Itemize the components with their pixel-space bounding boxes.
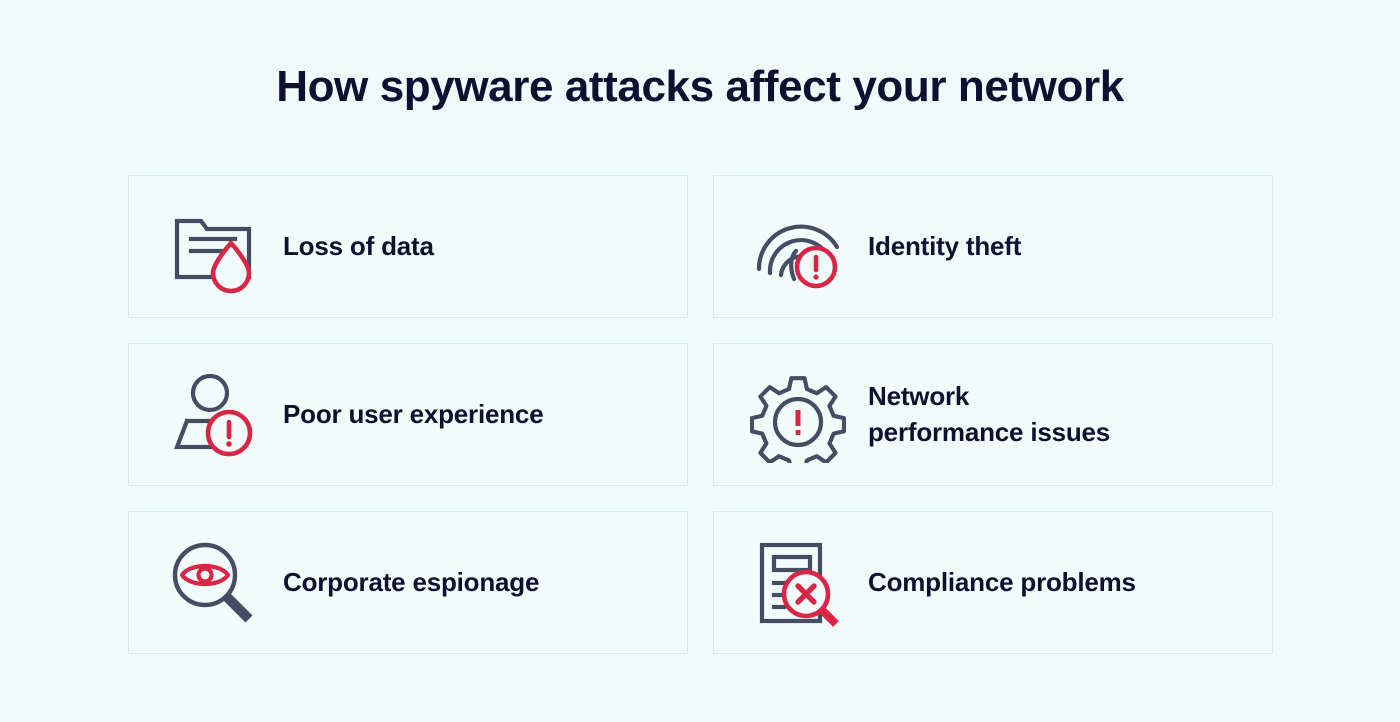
page-title: How spyware attacks affect your network bbox=[276, 62, 1124, 111]
benefit-card-grid: Loss of data Identity t bbox=[128, 175, 1273, 654]
user-alert-icon bbox=[165, 367, 261, 463]
card-label-line1: Loss of data bbox=[283, 230, 434, 261]
card-label-identity-theft: Identity theft bbox=[868, 229, 1021, 265]
card-label-line1: Poor user experience bbox=[283, 398, 544, 429]
card-corporate-espionage[interactable]: Corporate espionage bbox=[128, 511, 688, 654]
card-label-corporate-espionage: Corporate espionage bbox=[283, 565, 539, 601]
card-poor-user-experience[interactable]: Poor user experience bbox=[128, 343, 688, 486]
card-network-performance-issues[interactable]: Network performance issues bbox=[713, 343, 1273, 486]
card-label-network-performance-issues: Network performance issues bbox=[868, 379, 1110, 451]
folder-data-leak-icon bbox=[165, 199, 261, 295]
card-label-line2: performance issues bbox=[868, 416, 1111, 447]
card-label-line1: Corporate espionage bbox=[283, 566, 540, 597]
gear-alert-icon bbox=[750, 367, 846, 463]
card-label-line1: Network bbox=[868, 380, 970, 411]
card-label-line1: Compliance problems bbox=[868, 566, 1136, 597]
fingerprint-alert-icon bbox=[750, 199, 846, 295]
card-label-loss-of-data: Loss of data bbox=[283, 229, 434, 265]
document-magnifier-x-icon bbox=[750, 535, 846, 631]
card-label-line1: Identity theft bbox=[868, 230, 1022, 261]
card-identity-theft[interactable]: Identity theft bbox=[713, 175, 1273, 318]
card-label-poor-user-experience: Poor user experience bbox=[283, 397, 544, 433]
magnifier-eye-icon bbox=[165, 535, 261, 631]
card-compliance-problems[interactable]: Compliance problems bbox=[713, 511, 1273, 654]
card-loss-of-data[interactable]: Loss of data bbox=[128, 175, 688, 318]
card-label-compliance-problems: Compliance problems bbox=[868, 565, 1136, 601]
